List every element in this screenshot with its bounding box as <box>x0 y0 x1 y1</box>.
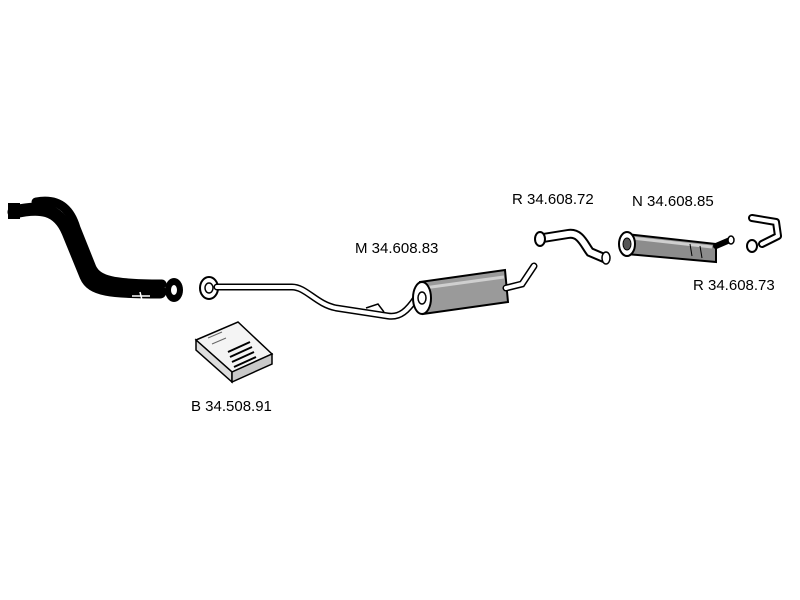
front-pipe <box>7 196 183 302</box>
label-mounting-kit: B 34.508.91 <box>191 398 272 415</box>
rear-silencer <box>618 231 735 264</box>
middle-silencer <box>412 268 510 316</box>
tail-pipe <box>746 214 782 253</box>
label-middle-silencer: M 34.608.83 <box>355 240 439 257</box>
label-rear-silencer: N 34.608.85 <box>632 193 714 210</box>
mounting-kit-box <box>194 321 274 384</box>
connecting-pipe <box>534 228 611 265</box>
label-connecting-pipe: R 34.608.72 <box>512 191 594 208</box>
label-tail-pipe: R 34.608.73 <box>693 277 775 294</box>
middle-pipe-assembly <box>199 262 538 320</box>
